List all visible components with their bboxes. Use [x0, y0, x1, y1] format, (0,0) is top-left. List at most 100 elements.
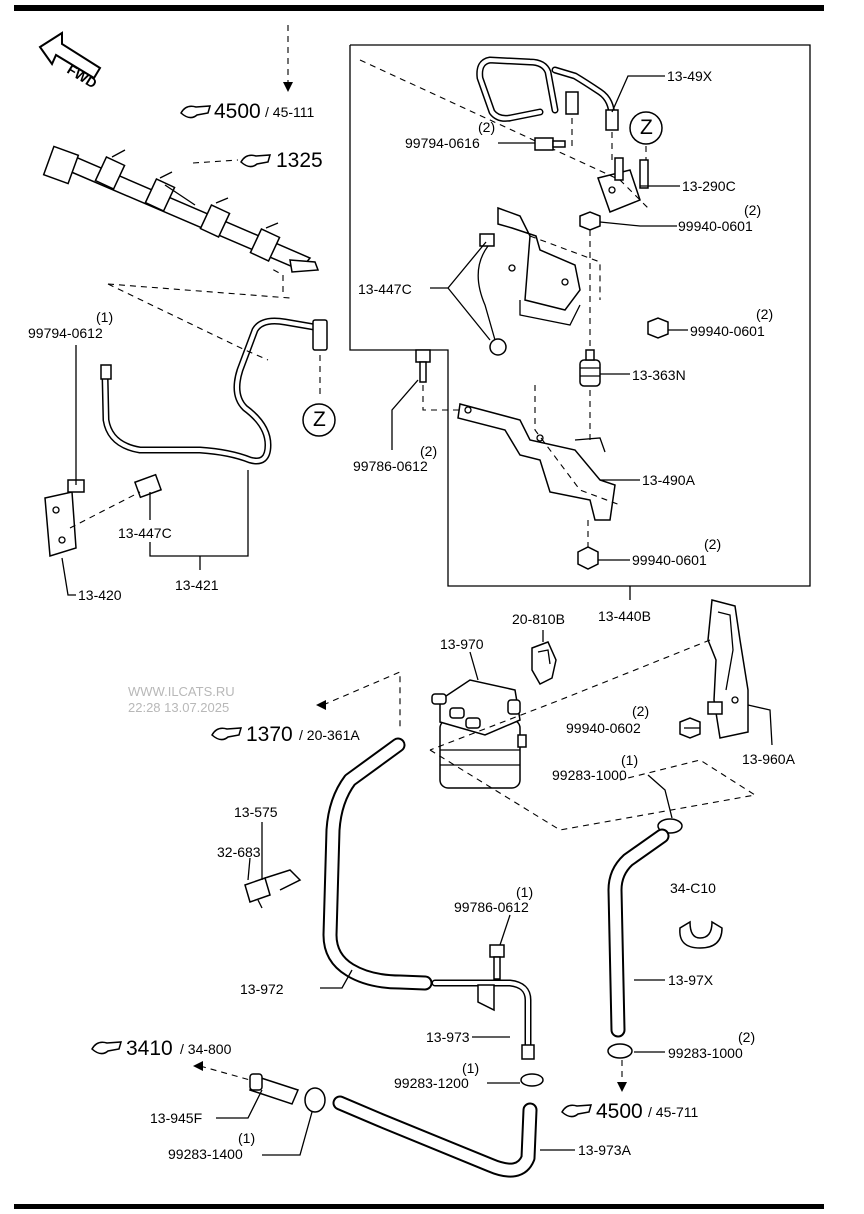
part-labels: 13-49X (2) 99794-0616 13-290C (2) 99940-…: [28, 68, 796, 1162]
nut-99940-0601-a: [579, 211, 601, 231]
ref-1370: 1370 / 20-361A: [211, 723, 360, 746]
label-99940-0601-c: 99940-0601: [632, 552, 707, 568]
qty-99283-1000-a: (1): [621, 752, 638, 768]
label-99786-0612-a: 99786-0612: [353, 458, 428, 474]
hose-13-97X: [607, 828, 670, 1038]
clamp-99283-1400: [304, 1087, 326, 1113]
zone-marker-left-label: Z: [313, 408, 326, 431]
label-99940-0601-a: 99940-0601: [678, 218, 753, 234]
book-ref-icon: [561, 1104, 593, 1118]
qty-99940-0602: (2): [632, 703, 649, 719]
arrow-head-icon-4500b: [617, 1082, 627, 1092]
label-34-C10: 34-C10: [670, 880, 716, 896]
svg-text:3410: 3410: [126, 1037, 173, 1060]
qty-99283-1000-b: (2): [738, 1029, 755, 1045]
qty-99794-0616: (2): [478, 119, 495, 135]
pipe-dash-a: [107, 283, 269, 361]
qty-99794-0612: (1): [96, 309, 113, 325]
label-13-490A: 13-490A: [642, 472, 696, 488]
svg-text:1370: 1370: [246, 723, 293, 746]
490a-dash: [534, 385, 621, 506]
bolt-99794-0616: [534, 137, 566, 151]
label-99940-0602: 99940-0602: [566, 720, 641, 736]
label-13-970: 13-970: [440, 636, 484, 652]
pipe-13-49X: [476, 56, 619, 131]
ref-3410: 3410 / 34-800: [91, 1037, 232, 1060]
label-99283-1400: 99283-1400: [168, 1146, 243, 1162]
r3410-dash: [199, 1065, 251, 1081]
bracket-13-447C: [477, 206, 581, 356]
bracket-13-490A: [457, 403, 616, 521]
connector-13-945F: [249, 1073, 300, 1105]
label-99283-1000-b: 99283-1000: [668, 1045, 743, 1061]
bracket-13-960A: [707, 599, 749, 739]
fuel-pipe-13-421: [100, 317, 328, 465]
svg-text:1325: 1325: [276, 149, 323, 172]
mount-dash: [429, 749, 757, 831]
clamp-99283-1000-b: [607, 1043, 633, 1059]
fuel-rail-assembly: [42, 145, 320, 273]
bracket-13-420: [44, 473, 163, 557]
label-13-447C-top: 13-447C: [358, 281, 412, 297]
label-13-973: 13-973: [426, 1029, 470, 1045]
fwd-arrow-icon: FWD: [38, 31, 102, 91]
clip-20-810B: [531, 641, 557, 685]
svg-text:/ 45-111: / 45-111: [265, 104, 315, 120]
qty-99940-0601-c: (2): [704, 536, 721, 552]
label-99283-1200: 99283-1200: [394, 1075, 469, 1091]
bolt-dash-a: [422, 385, 460, 411]
qty-99283-1400: (1): [238, 1130, 255, 1146]
qty-99940-0601-a: (2): [744, 202, 761, 218]
assembly-frame: [349, 44, 811, 587]
book-ref-icon: [211, 727, 243, 741]
arrow-head-icon: [283, 82, 293, 92]
label-13-49X: 13-49X: [667, 68, 713, 84]
label-20-810B: 20-810B: [512, 611, 565, 627]
nut-99940-0601-b: [647, 317, 669, 339]
book-ref-icon: [240, 154, 272, 168]
label-13-290C: 13-290C: [682, 178, 736, 194]
bracket-dash: [69, 491, 141, 529]
label-13-575: 13-575: [234, 804, 278, 820]
rail-dash: [269, 267, 284, 292]
label-13-960A: 13-960A: [742, 751, 796, 767]
book-ref-icon: [91, 1041, 123, 1055]
regulator-13-363N: [579, 349, 601, 387]
label-13-97X: 13-97X: [668, 972, 714, 988]
label-99794-0616: 99794-0616: [405, 135, 480, 151]
ref-4500-bottom: 4500 / 45-711: [561, 1100, 699, 1123]
label-99283-1000-a: 99283-1000: [552, 767, 627, 783]
label-13-447C-low: 13-447C: [118, 525, 172, 541]
label-13-973A: 13-973A: [578, 1142, 632, 1158]
qty-99786-0612-a: (2): [420, 443, 437, 459]
arrow-head-icon-1370: [316, 700, 326, 710]
447c-dash: [529, 235, 601, 300]
ref-1325: 1325: [240, 149, 323, 172]
bolt-99786-0612-b: [489, 944, 505, 980]
label-13-421: 13-421: [175, 577, 219, 593]
hose-13-973A: [332, 1095, 538, 1178]
label-99794-0612: 99794-0612: [28, 325, 103, 341]
bracket-13-290C: [597, 157, 649, 213]
960a-dash: [429, 639, 711, 751]
label-13-945F: 13-945F: [150, 1110, 202, 1126]
qty-99283-1200: (1): [462, 1060, 479, 1076]
label-32-683: 32-683: [217, 844, 261, 860]
svg-text:/ 20-361A: / 20-361A: [299, 727, 360, 743]
label-99940-0601-b: 99940-0601: [690, 323, 765, 339]
label-13-420: 13-420: [78, 587, 122, 603]
leader-lines: [61, 75, 773, 1156]
qty-99786-0612-b: (1): [516, 884, 533, 900]
label-99786-0612-b: 99786-0612: [454, 899, 529, 915]
fuel-filter-13-970: [431, 679, 527, 789]
pipe-dash-b: [107, 283, 291, 299]
nut-99940-0601-c: [577, 546, 599, 570]
svg-text:4500: 4500: [596, 1100, 643, 1123]
bolt-99786-0612-a: [415, 349, 431, 383]
label-13-972: 13-972: [240, 981, 284, 997]
clamp-99283-1200: [520, 1073, 544, 1087]
zone-marker-left: [302, 403, 336, 437]
zone-marker-right-label: Z: [640, 116, 653, 139]
label-13-363N: 13-363N: [632, 367, 686, 383]
